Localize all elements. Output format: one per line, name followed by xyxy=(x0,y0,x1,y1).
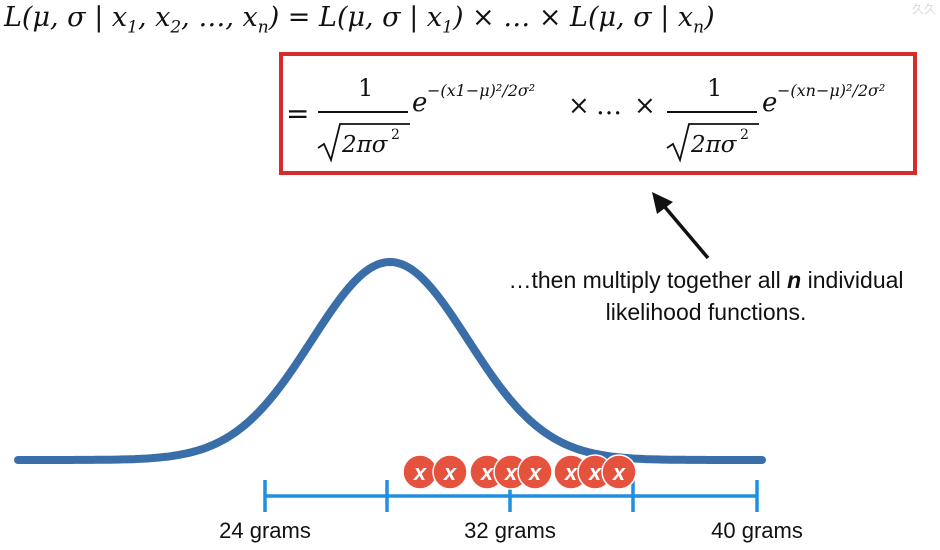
data-point-label: x xyxy=(612,460,626,485)
times-sign-first: × xyxy=(568,91,590,121)
data-point-marker xyxy=(601,454,637,490)
likelihood-product-equation: L(μ, σ | x1, x2, …, xn) = L(μ, σ | x1) ×… xyxy=(4,2,715,38)
times-sign-second: × xyxy=(634,91,656,121)
ellipsis: … xyxy=(596,91,622,121)
pointer-arrow-shaft xyxy=(662,204,710,260)
annotation-suffix: individual xyxy=(801,267,904,293)
weight-axis xyxy=(263,480,759,512)
exponent-last: −(xn−μ)²/2σ² xyxy=(777,81,885,100)
numerator-first: 1 xyxy=(358,74,373,102)
denominator-first: 2πσ xyxy=(341,132,389,158)
data-point-label: x xyxy=(588,460,602,485)
axis-label-24: 24 grams xyxy=(219,518,311,543)
annotation-n: n xyxy=(787,267,802,293)
data-point-marker xyxy=(432,454,468,490)
watermark: 久久 xyxy=(911,2,936,16)
axis-label-40: 40 grams xyxy=(711,518,803,543)
sqrt-sign-first xyxy=(317,123,410,163)
data-point-label: x xyxy=(528,460,542,485)
data-point-label: x xyxy=(504,460,518,485)
pointer-arrow-head xyxy=(652,192,673,214)
highlight-box xyxy=(279,52,917,175)
numerator-last: 1 xyxy=(707,74,722,102)
exponent-first: −(x1−μ)²/2σ² xyxy=(427,81,535,100)
data-point-label: x xyxy=(443,460,457,485)
annotation-prefix: …then multiply together all xyxy=(508,267,788,293)
data-point-label: x xyxy=(564,460,578,485)
sqrt-sign-last xyxy=(666,123,759,163)
annotation-text: …then multiply together all n individual… xyxy=(476,264,936,328)
data-point-marker xyxy=(517,454,553,490)
axis-label-32: 32 grams xyxy=(464,518,556,543)
exp-base-last: e xyxy=(762,88,777,118)
data-point-label: x xyxy=(480,460,494,485)
equals-sign: = xyxy=(286,97,309,130)
data-point-label: x xyxy=(413,460,427,485)
denominator-last: 2πσ xyxy=(690,132,738,158)
sigma-power-first: 2 xyxy=(391,127,400,143)
normal-distribution-curve xyxy=(14,257,766,464)
annotation-line2: likelihood functions. xyxy=(605,299,807,325)
exp-base-first: e xyxy=(412,88,427,118)
sigma-power-last: 2 xyxy=(740,127,749,143)
